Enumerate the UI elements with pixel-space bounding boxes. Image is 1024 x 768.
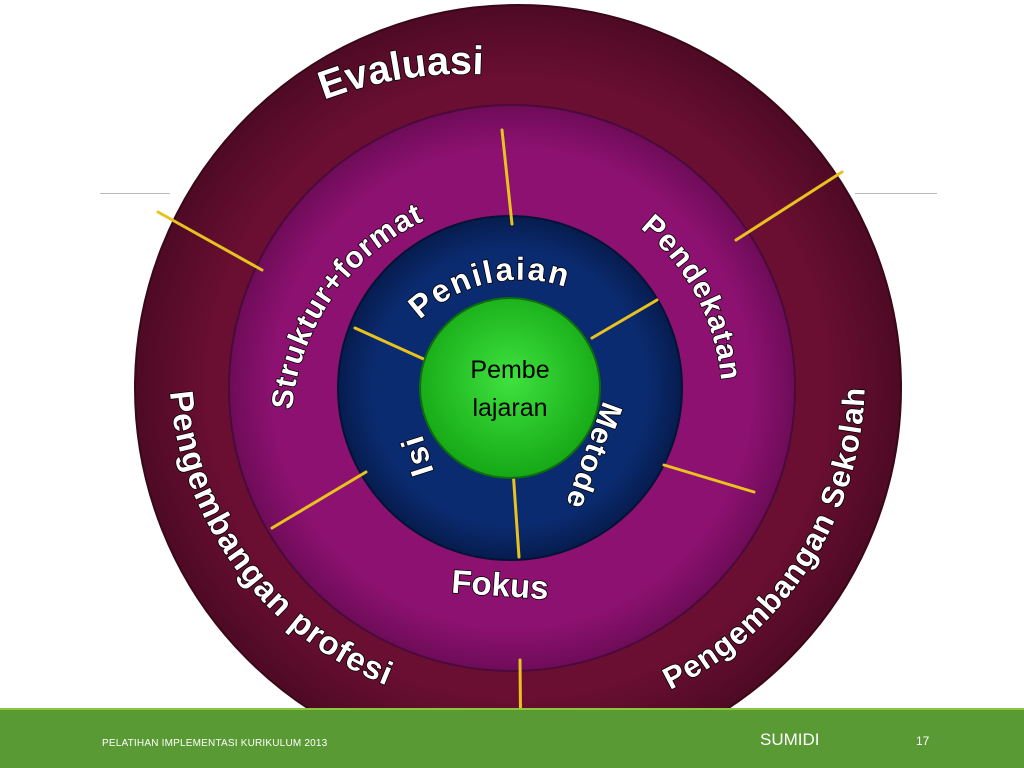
- inner-divider: [511, 468, 521, 559]
- inner-divider: [353, 326, 430, 363]
- middle-dividers: [270, 128, 756, 530]
- footer-course-title: PELATIHAN IMPLEMENTASI KURIKULUM 2013: [102, 738, 328, 749]
- title-divider-left: [100, 193, 170, 194]
- center-label-line2: lajaran: [472, 394, 547, 422]
- center-circle: [419, 297, 601, 479]
- outer-divider: [734, 170, 844, 242]
- footer-page-number: 17: [916, 734, 930, 748]
- footer-author: SUMIDI: [760, 730, 820, 749]
- outer-divider: [156, 210, 264, 272]
- center-label-line1: Pembe: [470, 356, 549, 384]
- middle-divider: [500, 128, 514, 226]
- middle-divider: [270, 470, 368, 530]
- inner-divider: [590, 298, 659, 340]
- title-divider-right: [855, 193, 937, 194]
- footer-bar: [0, 710, 1024, 768]
- middle-label-fokus: Fokus: [450, 563, 550, 607]
- middle-divider: [662, 463, 756, 494]
- inner-dividers: [353, 298, 659, 559]
